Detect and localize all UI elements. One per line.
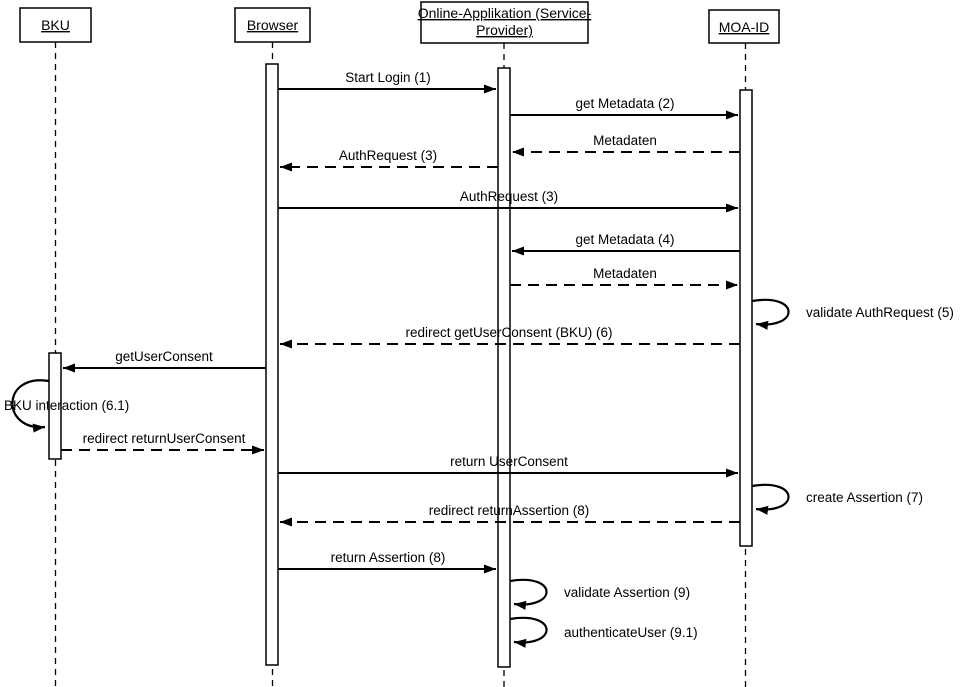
message-label-return-assertion: return Assertion (8) <box>331 550 446 565</box>
self-loop-validate-assertion <box>509 578 548 610</box>
message-label-metadaten-1: Metadaten <box>593 133 657 148</box>
activation-service-provider <box>497 67 511 668</box>
message-label-authrequest-solid: AuthRequest (3) <box>460 189 558 204</box>
actor-label-moa-id: MOA-ID <box>719 19 770 35</box>
message-label-create-assertion: create Assertion (7) <box>806 490 923 505</box>
message-label-get-metadata-2: get Metadata (2) <box>575 96 674 111</box>
self-loop-create-assertion <box>751 483 790 515</box>
actor-box-bku <box>19 7 92 43</box>
activation-bku <box>48 352 62 460</box>
message-label-getuserconsent: getUserConsent <box>115 349 213 364</box>
self-loop-validate-authrequest <box>751 298 790 330</box>
message-label-redirect-getuserconsent: redirect getUserConsent (BKU) (6) <box>405 325 612 340</box>
self-loop-authenticateuser <box>509 616 548 648</box>
message-label-start-login: Start Login (1) <box>345 70 431 85</box>
message-label-validate-assertion: validate Assertion (9) <box>564 585 690 600</box>
actor-label-browser: Browser <box>247 17 299 33</box>
message-label-redirect-returnuserconsent: redirect returnUserConsent <box>83 431 246 446</box>
actor-box-moa-id <box>708 9 780 44</box>
actor-label-service-provider-line1: Online-Applikation (Service- <box>418 5 592 21</box>
message-label-authrequest-dashed: AuthRequest (3) <box>339 148 437 163</box>
activation-browser <box>265 63 279 666</box>
actor-label-bku: BKU <box>41 17 70 33</box>
message-label-bku-interaction: BKU interaction (6.1) <box>4 398 129 413</box>
message-label-redirect-returnassertion: redirect returnAssertion (8) <box>429 503 590 518</box>
activation-moa-id <box>739 89 753 547</box>
message-label-validate-authrequest: validate AuthRequest (5) <box>806 305 954 320</box>
actor-box-browser <box>234 7 311 43</box>
message-label-authenticateuser: authenticateUser (9.1) <box>564 625 698 640</box>
message-label-metadaten-2: Metadaten <box>593 266 657 281</box>
actor-box-service-provider <box>420 1 589 44</box>
self-loop-bku-interaction <box>11 379 50 433</box>
message-label-get-metadata-4: get Metadata (4) <box>575 232 674 247</box>
actor-label-service-provider-line2: Provider) <box>476 22 533 38</box>
message-label-return-userconsent: return UserConsent <box>450 454 568 469</box>
